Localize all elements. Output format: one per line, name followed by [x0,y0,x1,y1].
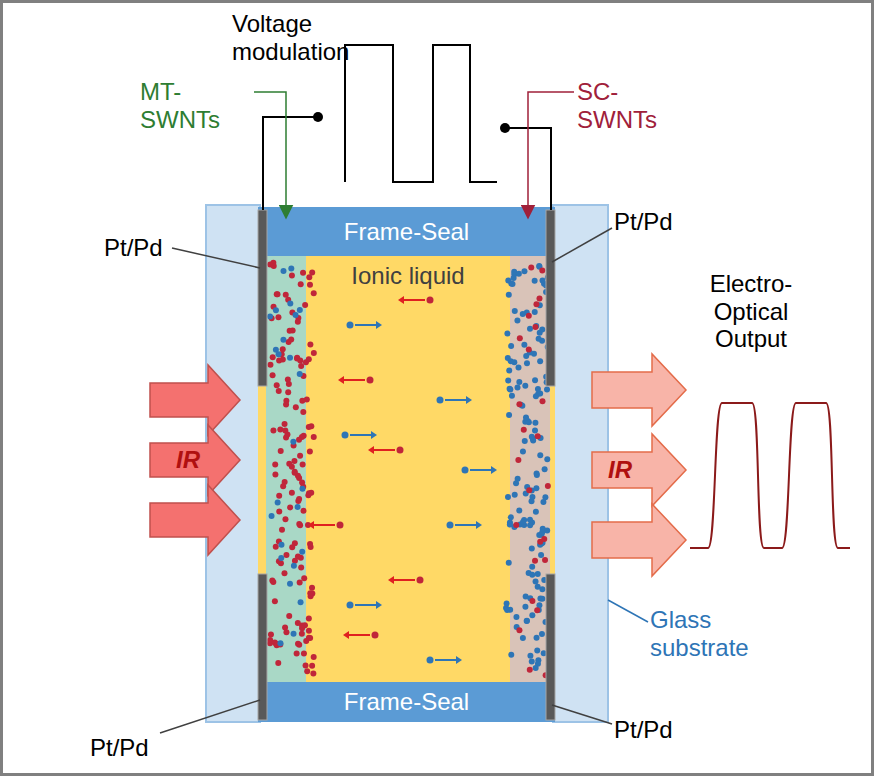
output-label: Electro-Optical Output [696,270,806,353]
leader-line [160,700,260,733]
electrode [258,574,267,720]
ion-dots [267,260,551,679]
voltage-waveform [345,45,497,182]
leader-line [528,92,574,212]
electrode-label: Pt/Pd [614,716,680,744]
node-text: Ionic liquid [351,262,464,290]
seal-top-fill [258,207,555,256]
electrode-label: Pt/Pd [614,208,680,236]
electrode [258,210,267,386]
layer-label: SC-SWNTs [577,78,697,133]
ir-output-arrows [592,354,686,576]
optical-output-signal [690,403,850,548]
terminal [500,123,510,133]
electrode-label: Pt/Pd [104,234,170,262]
leader-line [608,600,648,622]
ir-input-arrows [150,365,240,555]
ir-label: IR [600,456,640,484]
electrode-label: Pt/Pd [90,734,156,762]
ionic-liquid-region: Ionic liquid [316,256,500,296]
frame-seal-band: Frame-Seal [258,207,555,256]
leader-line [552,705,612,724]
layer-label: MT-SWNTs [140,78,252,133]
mt-swnt-layer [266,256,306,682]
terminal [313,112,323,122]
seal-bottom-fill [258,682,555,722]
electrode [546,210,555,386]
leader-line [254,92,286,212]
frame-seal-band: Frame-Seal [258,682,555,722]
wire [263,117,318,210]
ir-label: IR [168,446,208,474]
electrode [546,574,555,720]
leader-line [552,228,612,262]
substrate-label: Glass substrate [650,606,762,661]
leader-line [172,248,260,268]
sc-swnt-layer [510,256,550,682]
ionic-liquid-fill [258,254,555,684]
node-text: Frame-Seal [344,688,469,716]
node-text: Frame-Seal [344,218,469,246]
signal-label: Voltage modulation [232,10,372,65]
